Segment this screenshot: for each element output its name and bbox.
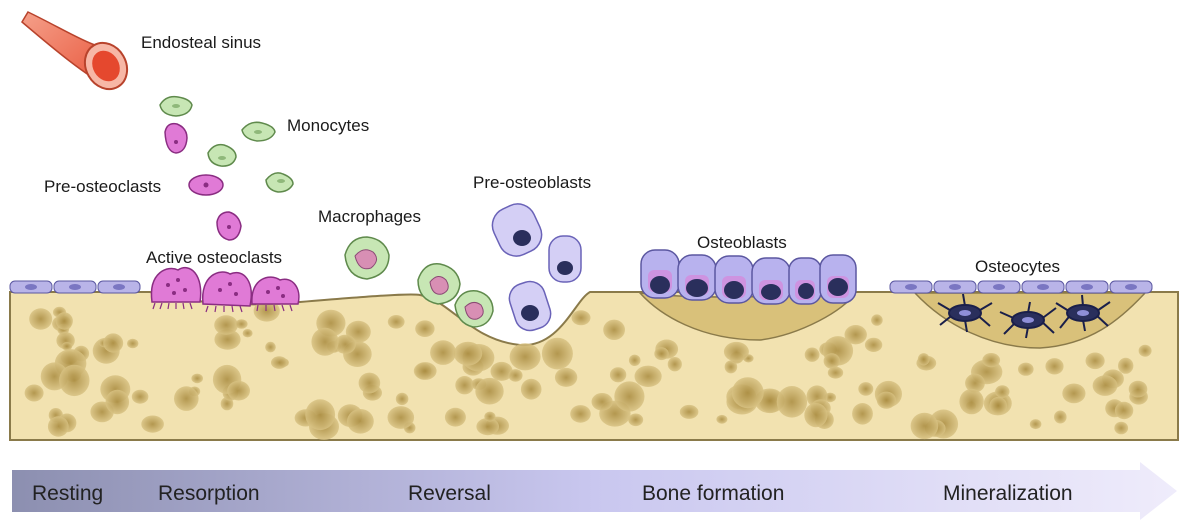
bone-pore [1018,363,1034,376]
bone-pore [542,338,573,370]
bone-pore [1118,358,1133,374]
bone-pore [388,406,415,429]
label-osteoblasts: Osteoblasts [697,233,787,252]
bone-pore [858,382,873,396]
bone-pore [635,366,662,387]
bone-pore [918,353,930,365]
phase-resting: Resting [32,482,103,505]
bone-pore [48,416,69,436]
bone-pore [214,315,238,335]
bone-pore [654,347,668,360]
bone-pore [475,378,503,405]
bone-pore [1054,411,1067,424]
bone-pore [305,399,335,430]
bone-pore [1129,381,1148,398]
bone-pore [415,320,434,337]
bone-pore [592,393,613,411]
bone-pore [235,319,247,329]
label-monocytes: Monocytes [287,116,369,135]
bone-pore [510,343,541,370]
bone-pore [132,390,149,404]
bone-pore [1115,402,1133,419]
bone-pore [388,315,405,329]
bone-pore [508,369,522,382]
bone-pore [191,374,203,384]
bone-pore [127,339,138,348]
bone-pore [732,377,764,408]
bone-pore [359,373,381,394]
lining-cells-left [10,281,140,293]
bone-pore [871,314,883,325]
bone-pore [877,392,896,409]
bone-pore [1093,375,1118,396]
bone-pore [614,381,644,411]
bone-pore [959,389,983,414]
bone-pore [610,367,626,382]
bone-pore [56,312,73,329]
bone-pore [680,405,699,419]
label-macrophages: Macrophages [318,207,421,226]
bone-pore [59,365,89,396]
label-osteocytes: Osteocytes [975,257,1060,276]
bone-pore [824,353,840,369]
label-pre-osteoblasts: Pre-osteoblasts [473,173,591,192]
bone-pore [570,405,591,423]
bone-pore [1114,422,1128,435]
phase-resorption: Resorption [158,482,260,505]
label-pre-osteoclasts: Pre-osteoclasts [44,177,161,196]
pre-osteoblasts [486,198,581,334]
bone-pore [852,403,873,425]
bone-pore [1139,345,1152,357]
bone-pore [805,348,820,362]
bone-pore [555,368,577,387]
bone-pore [141,416,164,433]
endosteal-sinus-vessel [22,12,135,97]
bone-pore [1086,353,1105,370]
bone-pore [668,357,682,371]
bone-pore [1030,419,1042,429]
bone-pore [484,412,495,422]
bone-pore [106,390,130,414]
bone-pore [311,328,338,356]
bone-pore [828,367,843,379]
bone-pore [347,409,374,434]
bone-pore [227,381,250,401]
label-active-osteoclasts: Active osteoclasts [146,248,282,267]
bone-pore [455,376,474,394]
bone-pore [629,355,641,366]
bone-pore [174,386,199,411]
bone-pore [103,333,123,352]
bone-pore [454,342,482,366]
bone-pore [445,408,466,427]
bone-pore [430,340,456,365]
bone-pore [1062,384,1085,404]
bone-pore [995,385,1009,398]
bone-pore [911,413,939,439]
bone-pore [777,386,807,418]
bone-pore [716,415,727,424]
bone-pore [243,329,253,337]
bone-pore [25,385,44,402]
bone-pore [982,353,1000,367]
bone-pore [724,342,749,362]
bone-pore [396,393,409,405]
bone-pore [989,397,1007,415]
bone-pore [521,379,542,400]
phase-reversal: Reversal [408,482,491,505]
label-endosteal-sinus: Endosteal sinus [141,33,261,52]
bone-pore [804,403,827,427]
bone-pore [603,320,625,340]
phase-mineralization: Mineralization [943,482,1073,505]
bone-pore [572,310,591,325]
phase-bone-formation: Bone formation [642,482,784,505]
osteoblasts [641,250,856,304]
bone-pore [265,342,276,353]
bone-pore [29,308,52,329]
bone-pore [1045,358,1063,374]
bone-pore [271,356,287,369]
bone-pore [414,362,437,380]
bone-pore [865,338,882,352]
